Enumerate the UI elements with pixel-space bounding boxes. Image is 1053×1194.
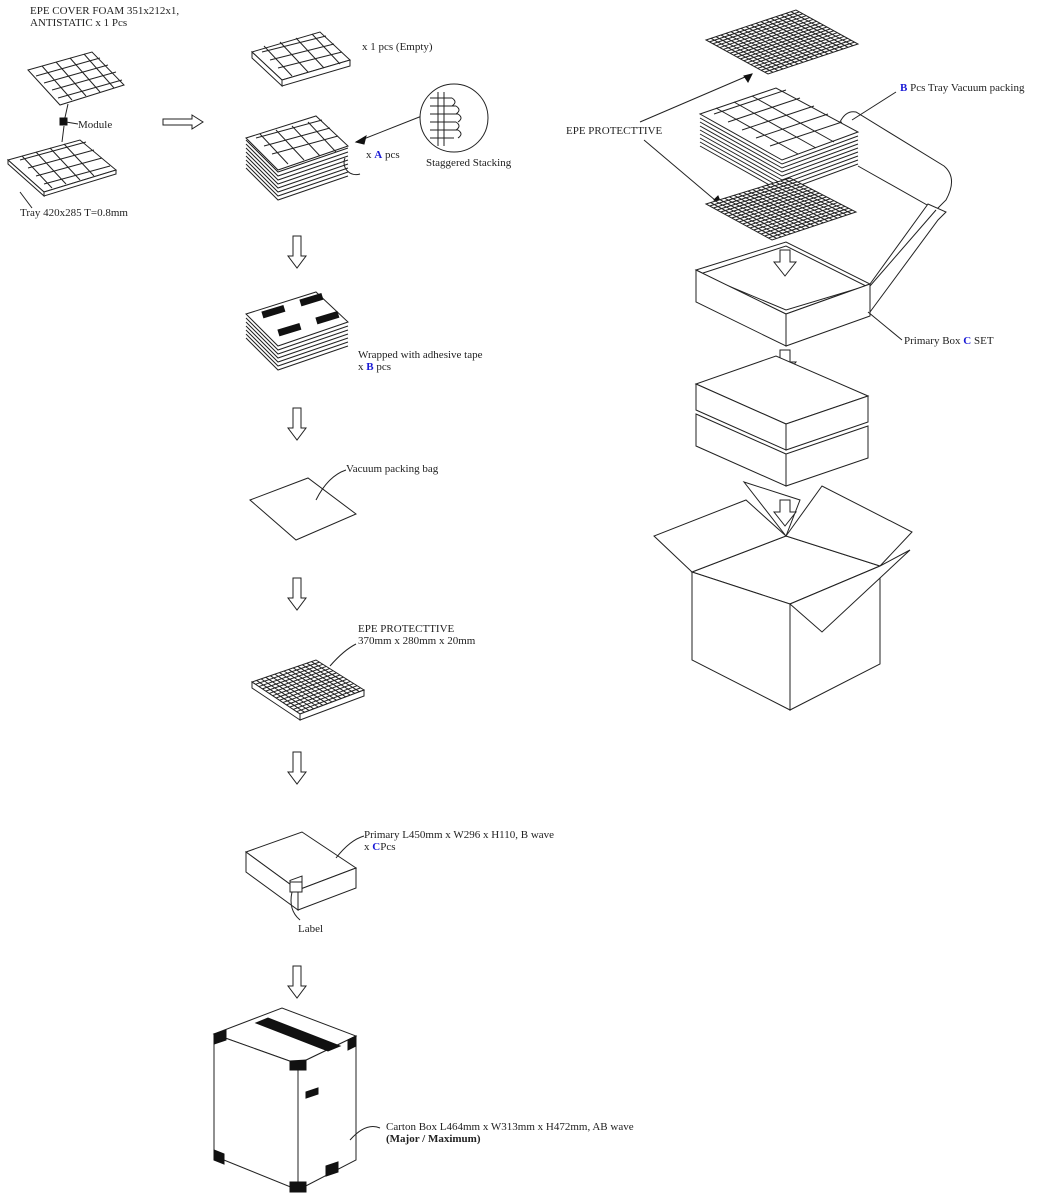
primary-count-label: x CPcs — [364, 841, 395, 853]
module-label: Module — [78, 119, 112, 131]
down-arrow-icon — [772, 249, 798, 277]
label-text: Label — [298, 923, 323, 935]
carton-label-2: (Major / Maximum) — [386, 1133, 481, 1145]
primary-box-illustration — [244, 831, 358, 911]
carton-label-1: Carton Box L464mm x W313mm x H472mm, AB … — [386, 1121, 634, 1133]
down-arrow-icon — [287, 407, 307, 441]
foam-cover-illustration — [27, 51, 125, 106]
module-icon — [59, 117, 68, 126]
empty-tray-label: x 1 pcs (Empty) — [362, 41, 433, 53]
tray-illustration — [6, 139, 118, 198]
down-arrow-icon — [287, 577, 307, 611]
stacked-trays-illustration — [245, 115, 349, 201]
foam-cover-label-2: ANTISTATIC x 1 Pcs — [30, 17, 127, 29]
down-arrow-icon — [287, 751, 307, 785]
epe-label-1: EPE PROTECTTIVE — [358, 623, 455, 635]
vacuum-bag-label: Vacuum packing bag — [346, 463, 439, 475]
tray-vacuum-label: B Pcs Tray Vacuum packing — [900, 82, 1025, 94]
vacuum-bag-illustration — [249, 477, 357, 541]
epe-foam-illustration — [250, 659, 366, 721]
primary-box-set-label: Primary Box C SET — [904, 335, 994, 347]
vacuum-bag-flap-icon — [839, 111, 952, 211]
stack-count-label: x A pcs — [366, 149, 400, 161]
empty-tray-illustration — [251, 31, 351, 88]
carton-box-illustration — [212, 1007, 358, 1193]
stacked-primary-boxes-illustration — [694, 355, 870, 487]
staggered-detail-icon — [419, 83, 489, 153]
epe-label-2: 370mm x 280mm x 20mm — [358, 635, 476, 647]
top-epe-sheet-illustration — [704, 9, 860, 75]
bottom-epe-sheet-illustration — [704, 177, 858, 241]
right-arrow-icon — [162, 114, 204, 130]
epe-protective-right-label: EPE PROTECTTIVE — [566, 125, 663, 137]
down-arrow-icon — [287, 965, 307, 999]
label-sticker — [289, 881, 303, 893]
down-arrow-icon — [772, 499, 798, 527]
down-arrow-icon — [287, 235, 307, 269]
wrapped-count-label: x B pcs — [358, 361, 391, 373]
staggered-stacking-label: Staggered Stacking — [426, 157, 512, 169]
open-carton-illustration — [653, 481, 913, 711]
tray-label: Tray 420x285 T=0.8mm — [20, 207, 128, 219]
tray-stack-right-illustration — [698, 87, 860, 193]
open-primary-box-illustration — [694, 203, 947, 347]
detail-circle-small — [343, 157, 361, 176]
primary-label-1: Primary L450mm x W296 x H110, B wave — [364, 829, 554, 841]
wrapped-stack-illustration — [245, 291, 349, 371]
wrapped-label-1: Wrapped with adhesive tape — [358, 349, 483, 361]
foam-cover-label-1: EPE COVER FOAM 351x212x1, — [30, 5, 179, 17]
